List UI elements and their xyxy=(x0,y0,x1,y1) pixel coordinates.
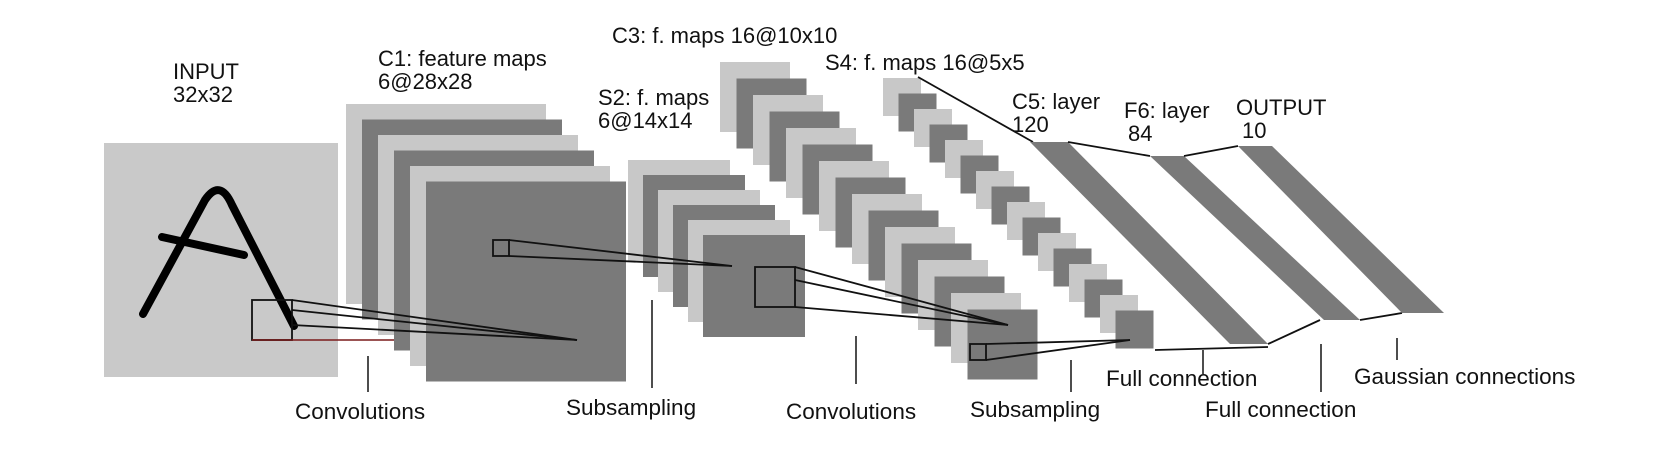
c5-layer-band xyxy=(1030,142,1268,344)
f6-layer-band xyxy=(1150,156,1360,320)
proj-input-c1-c xyxy=(291,324,578,341)
projection-lines xyxy=(291,239,1131,361)
c1-feature-map-stack xyxy=(346,104,626,382)
op-conv2-label: Convolutions xyxy=(786,399,916,424)
proj-s2-c3-a xyxy=(794,266,1009,326)
c3-receptive-field xyxy=(969,343,987,361)
op-sub2-label: Subsampling xyxy=(970,397,1100,422)
input-plane xyxy=(104,143,338,377)
f6-output-top xyxy=(1183,145,1239,157)
op-gaussian-label: Gaussian connections xyxy=(1354,364,1575,389)
proj-input-c1-b xyxy=(291,309,578,341)
s2-feature-map-stack xyxy=(628,160,805,337)
op-conv1-label: Convolutions xyxy=(295,399,425,424)
c1-size-label: 6@28x28 xyxy=(378,69,473,94)
proj-s4-c5-top xyxy=(917,76,1034,143)
s2-receptive-field xyxy=(754,266,796,308)
proj-input-c1-a xyxy=(291,299,578,341)
input-name-label: INPUT xyxy=(173,59,239,84)
s2-name-label: S2: f. maps xyxy=(598,85,709,110)
c5-size-label: 120 xyxy=(1012,112,1049,137)
proj-s2-c3-b xyxy=(794,279,1009,326)
op-sub1-label: Subsampling xyxy=(566,395,696,420)
c1-receptive-field xyxy=(492,239,510,257)
c1-feature-map-6 xyxy=(426,181,626,382)
s4-feature-map-16 xyxy=(1115,310,1154,349)
input-letter-a-crossbar xyxy=(158,233,248,259)
c5-name-label: C5: layer xyxy=(1012,89,1100,114)
op-full2-label: Full connection xyxy=(1205,397,1356,422)
output-name-label: OUTPUT xyxy=(1236,95,1326,120)
input-layer xyxy=(104,143,420,377)
proj-c1-s2-a xyxy=(508,239,733,267)
c5-f6-bottom xyxy=(1267,319,1321,345)
input-size-label: 32x32 xyxy=(173,82,233,107)
s2-size-label: 6@14x14 xyxy=(598,108,693,133)
s2-feature-map-6 xyxy=(703,235,805,337)
proj-s4-c5-bottom xyxy=(1154,346,1269,351)
s4-name-label: S4: f. maps 16@5x5 xyxy=(825,50,1025,75)
layer-labels: INPUT 32x32 C1: feature maps 6@28x28 C3:… xyxy=(173,23,1326,146)
proj-c3-s4-a xyxy=(985,339,1131,345)
f6-name-label: F6: layer xyxy=(1124,98,1210,123)
proj-s2-c3-c xyxy=(794,306,1009,326)
f6-output-bottom xyxy=(1359,312,1403,321)
operation-leaders xyxy=(367,300,1398,392)
s4-feature-map-stack xyxy=(883,78,1154,349)
proj-c1-s2-b xyxy=(508,255,733,267)
f6-size-label: 84 xyxy=(1128,121,1152,146)
c1-name-label: C1: feature maps xyxy=(378,46,547,71)
c3-name-label: C3: f. maps 16@10x10 xyxy=(612,23,837,48)
fully-connected-layers xyxy=(917,76,1444,351)
output-layer-band xyxy=(1238,146,1444,313)
c5-f6-top xyxy=(1067,141,1151,157)
output-size-label: 10 xyxy=(1242,118,1266,143)
proj-c3-s4-b xyxy=(985,339,1131,361)
op-full1-label: Full connection xyxy=(1106,366,1257,391)
input-letter-a-glyph xyxy=(139,186,298,330)
operation-labels: Convolutions Subsampling Convolutions Su… xyxy=(295,364,1575,424)
